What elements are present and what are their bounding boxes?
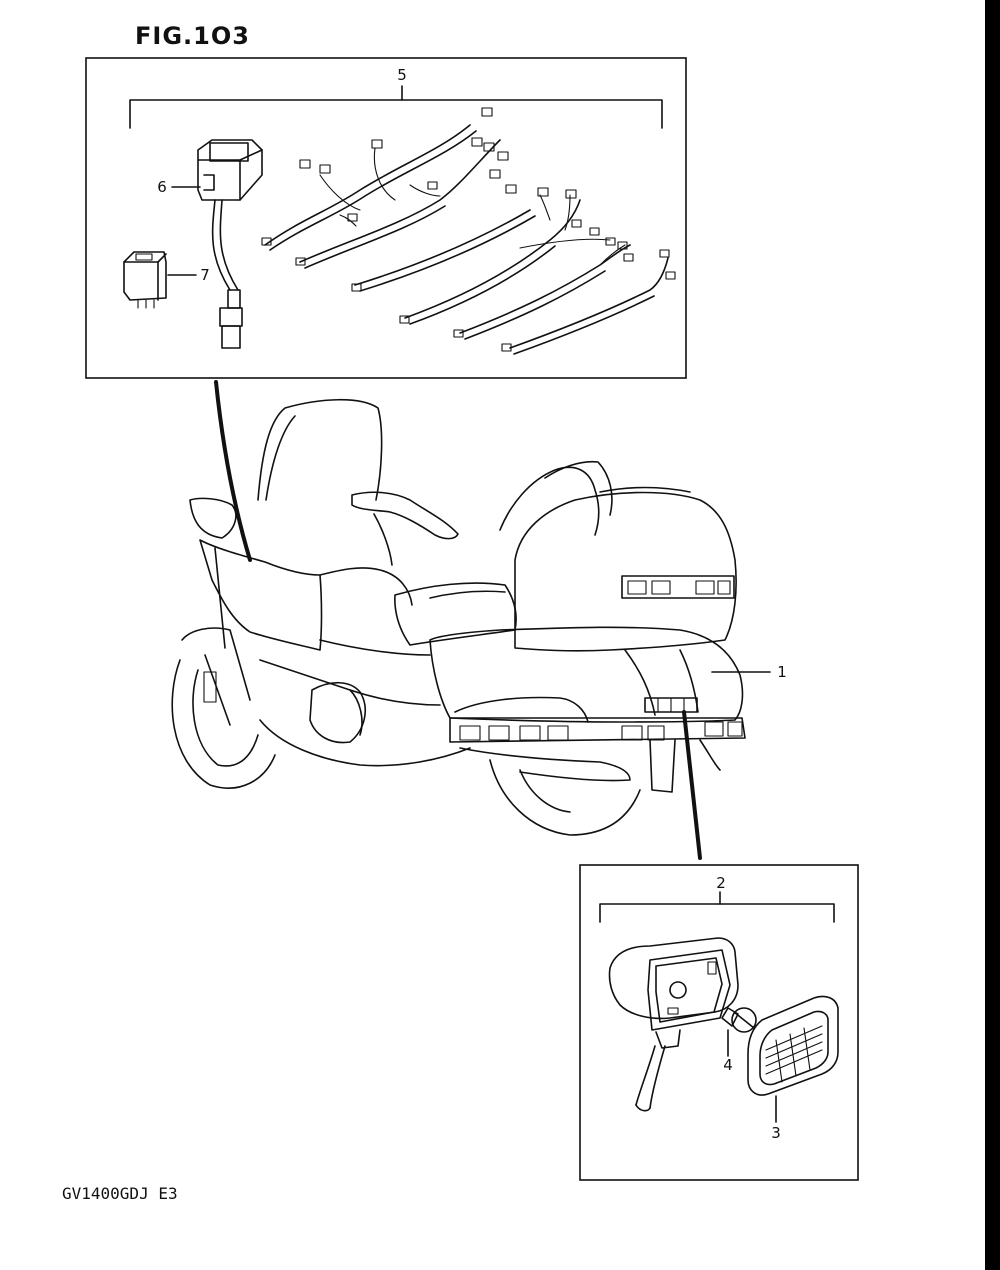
light-housing [608,937,739,1112]
lens [747,995,839,1096]
light-detail-box: 2 4 [579,864,859,1181]
callout-7: 7 [200,266,210,284]
callout-4: 4 [723,1056,733,1074]
callout-5: 5 [397,66,407,84]
wiring-harness [261,107,676,355]
motorcycle-outline [171,398,746,836]
scan-edge-border [985,0,1000,1270]
bulb [721,1007,757,1033]
callout-2: 2 [716,874,726,892]
harness-detail-box: 5 6 7 [85,57,687,379]
item-5-bracket [129,99,663,129]
relay [123,251,167,309]
callout-6: 6 [157,178,167,196]
figure-title: FIG.1O3 [135,22,250,50]
callout-3: 3 [771,1124,781,1142]
model-code: GV1400GDJ E3 [62,1184,178,1203]
harness-leader-line [214,380,252,562]
callout-1: 1 [777,663,787,681]
item-2-bracket [599,903,835,923]
light-leader-line [682,710,702,860]
switch-assembly [197,139,263,349]
